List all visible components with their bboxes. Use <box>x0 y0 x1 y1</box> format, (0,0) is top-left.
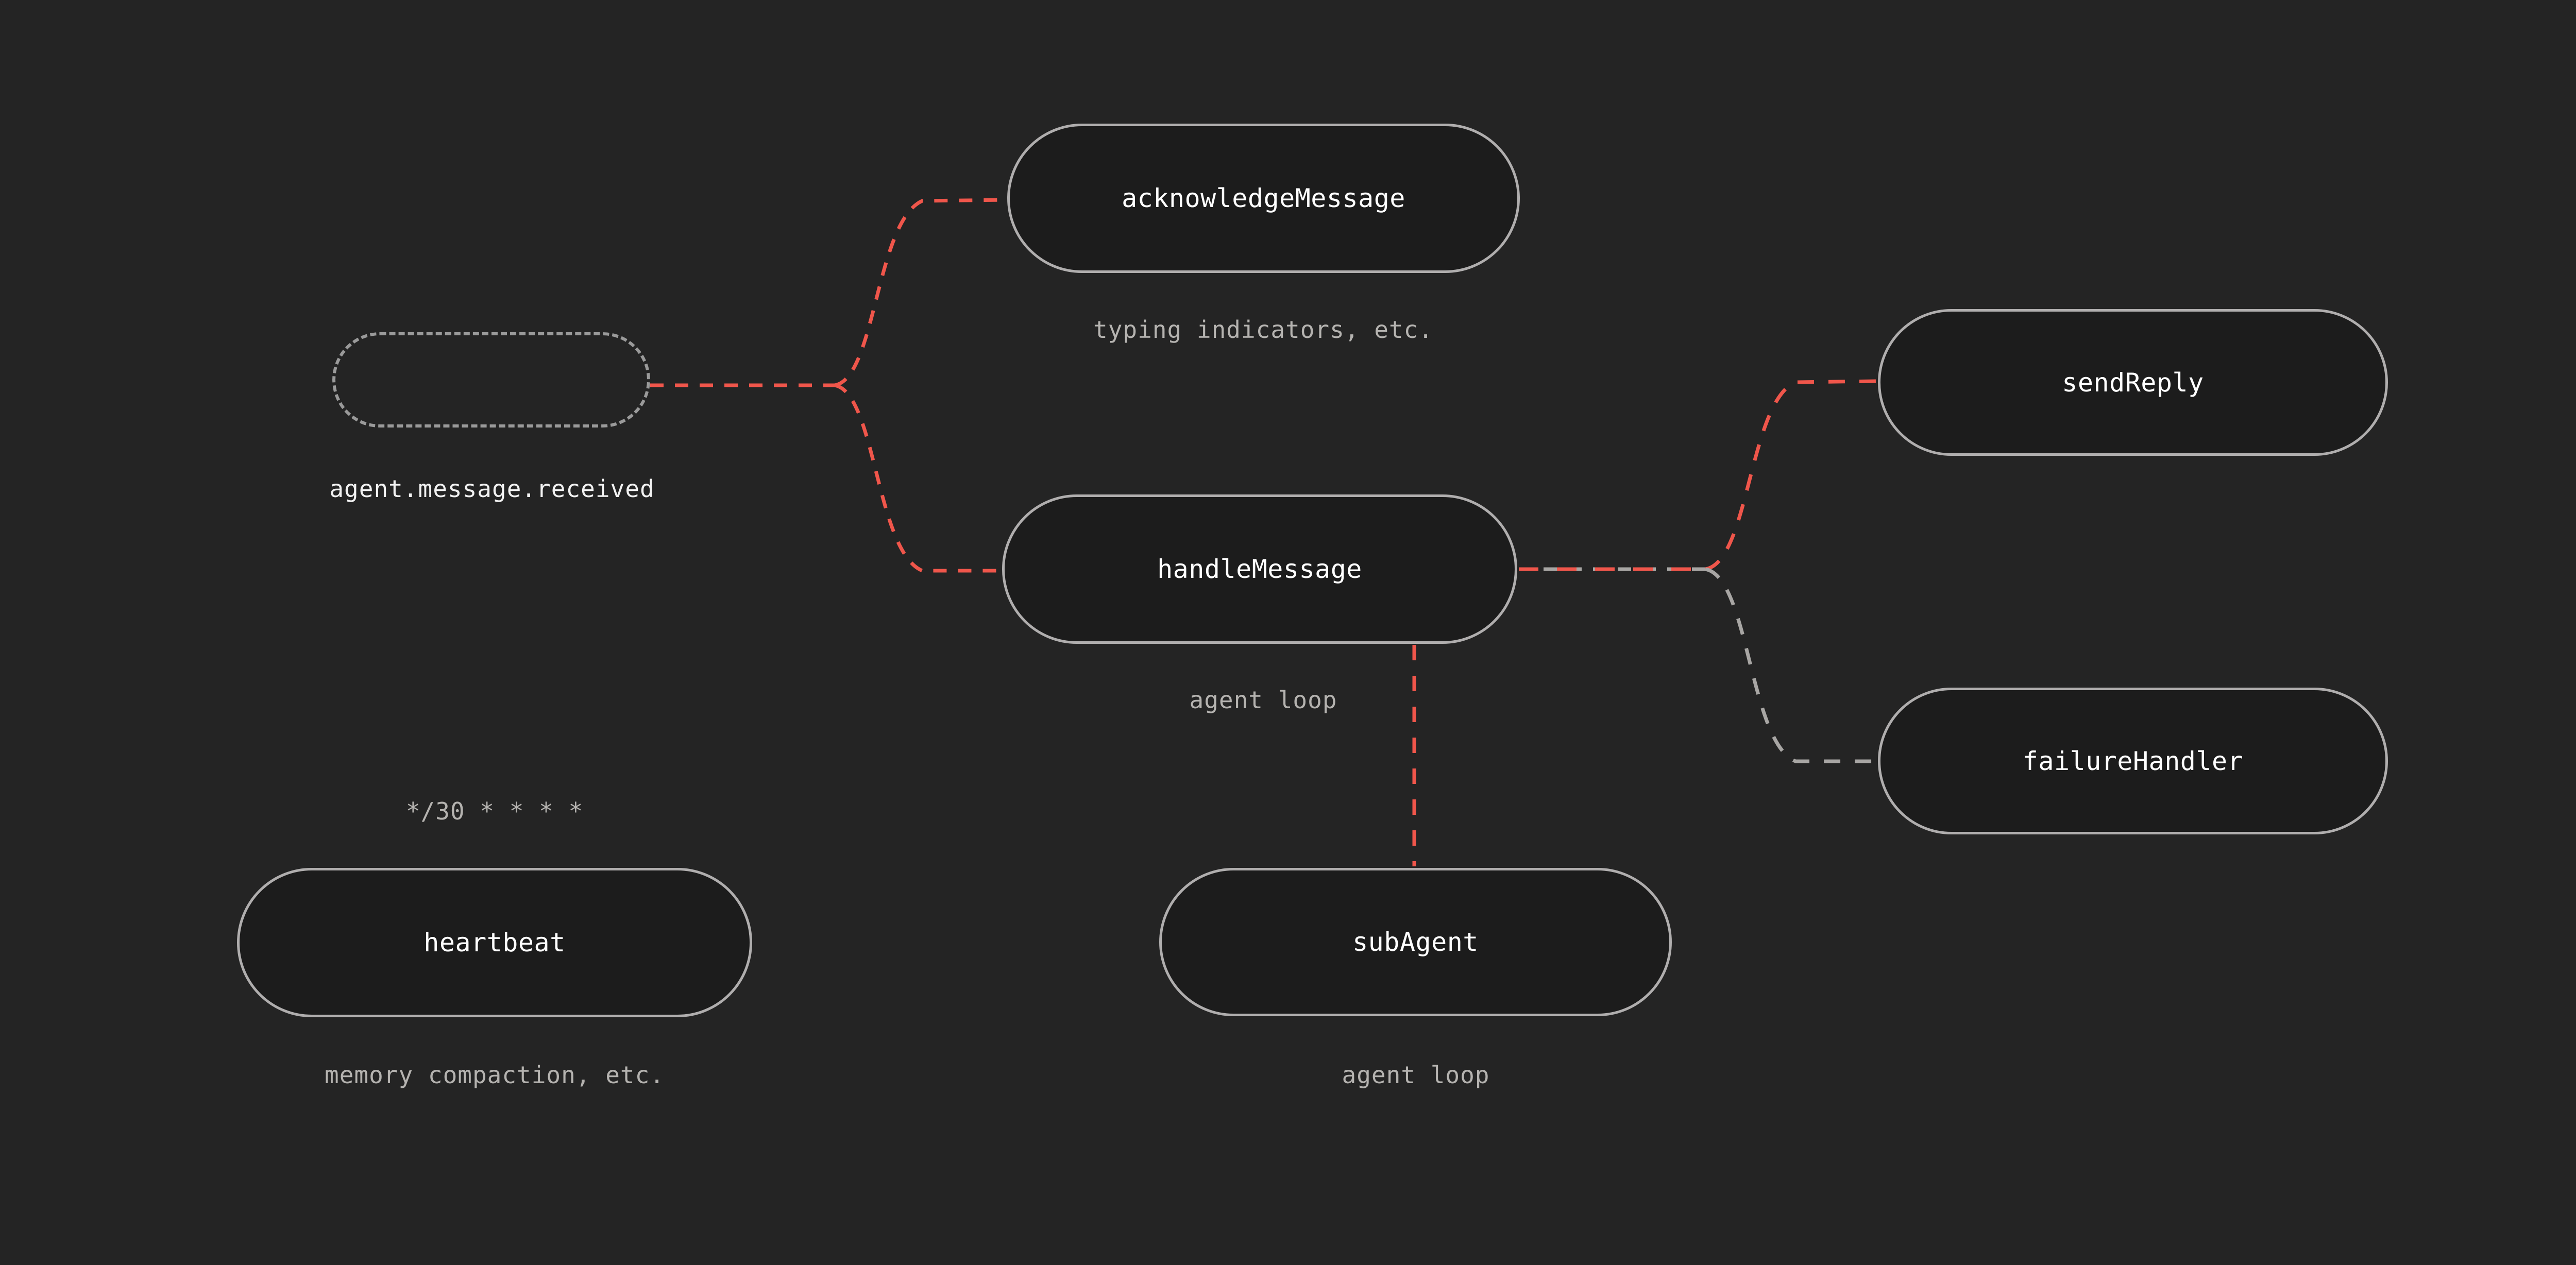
node-heartbeat[interactable]: heartbeat <box>237 868 752 1017</box>
node-send-reply-label: sendReply <box>2062 367 2204 398</box>
caption-heartbeat-schedule: */30 * * * * <box>405 797 584 825</box>
caption-trigger-event: agent.message.received <box>329 475 655 503</box>
caption-subagent: agent loop <box>1342 1061 1490 1089</box>
caption-acknowledge-message: typing indicators, etc. <box>1093 316 1433 344</box>
node-failure-handler[interactable]: failureHandler <box>1878 688 2388 834</box>
node-trigger[interactable] <box>332 332 650 428</box>
edge-trigger-to-acknowledge <box>834 198 1008 387</box>
edge-handle-to-send-reply <box>1705 379 1878 571</box>
node-handle-message-label: handleMessage <box>1157 554 1362 584</box>
node-failure-handler-label: failureHandler <box>2022 746 2244 776</box>
node-subagent-label: subAgent <box>1352 927 1479 957</box>
node-subagent[interactable]: subAgent <box>1159 868 1672 1016</box>
node-send-reply[interactable]: sendReply <box>1878 309 2388 456</box>
node-heartbeat-label: heartbeat <box>423 928 566 958</box>
node-handle-message[interactable]: handleMessage <box>1002 494 1517 644</box>
edge-handle-to-failure-handler <box>1705 567 1878 763</box>
node-acknowledge-message-label: acknowledgeMessage <box>1122 183 1405 213</box>
caption-heartbeat: memory compaction, etc. <box>325 1061 665 1089</box>
node-acknowledge-message[interactable]: acknowledgeMessage <box>1007 124 1520 273</box>
edge-trigger-to-handle <box>834 383 1002 573</box>
caption-handle-message: agent loop <box>1189 686 1337 714</box>
